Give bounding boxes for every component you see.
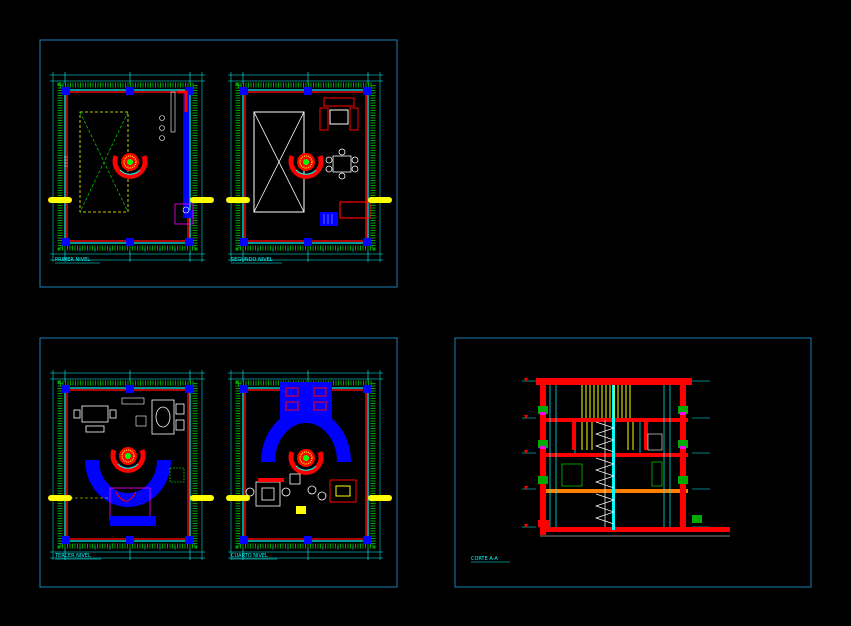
plan-cuarto-nivel xyxy=(226,370,392,560)
sheet-3: CORTE A-A xyxy=(454,337,812,588)
sheet-3-frame xyxy=(454,337,812,588)
plan-primer-nivel xyxy=(48,72,214,262)
sheet-2-frame xyxy=(39,337,398,588)
plan-label-segundo-nivel: SEGUNDO NIVEL xyxy=(231,257,273,263)
section-corte-a-a xyxy=(522,378,730,537)
plan-label-cuarto-nivel: CUARTO NIVEL xyxy=(231,553,268,559)
sheet-2: TERCER NIVEL CUARTO NIVEL xyxy=(39,337,398,588)
sheet-1-frame xyxy=(39,39,398,288)
plan-label-tercer-nivel: TERCER NIVEL xyxy=(54,553,91,559)
plan-tercer-nivel xyxy=(48,370,214,560)
plan-label-primer-nivel: PRIMER NIVEL xyxy=(55,257,90,263)
plan-segundo-nivel xyxy=(226,72,392,262)
section-label-corte-a-a: CORTE A-A xyxy=(471,556,498,562)
sheet-1: PRIMER NIVEL SEGUNDO NIVEL xyxy=(39,39,398,288)
